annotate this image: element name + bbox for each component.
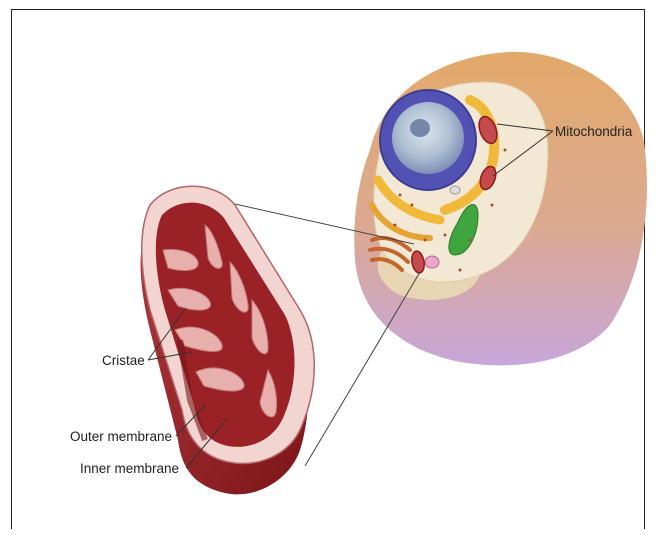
nucleolus <box>410 119 430 137</box>
vesicle <box>425 256 439 268</box>
label-inner-membrane: Inner membrane <box>80 461 179 476</box>
label-outer-membrane: Outer membrane <box>70 429 172 444</box>
label-mitochondria: Mitochondria <box>555 124 633 139</box>
mitochondrion-cutaway <box>141 186 315 494</box>
zoom-line-bottom <box>305 272 420 466</box>
vesicle <box>450 186 460 194</box>
label-cristae: Cristae <box>102 353 145 368</box>
nucleus <box>392 102 464 174</box>
animal-cell <box>354 52 647 365</box>
